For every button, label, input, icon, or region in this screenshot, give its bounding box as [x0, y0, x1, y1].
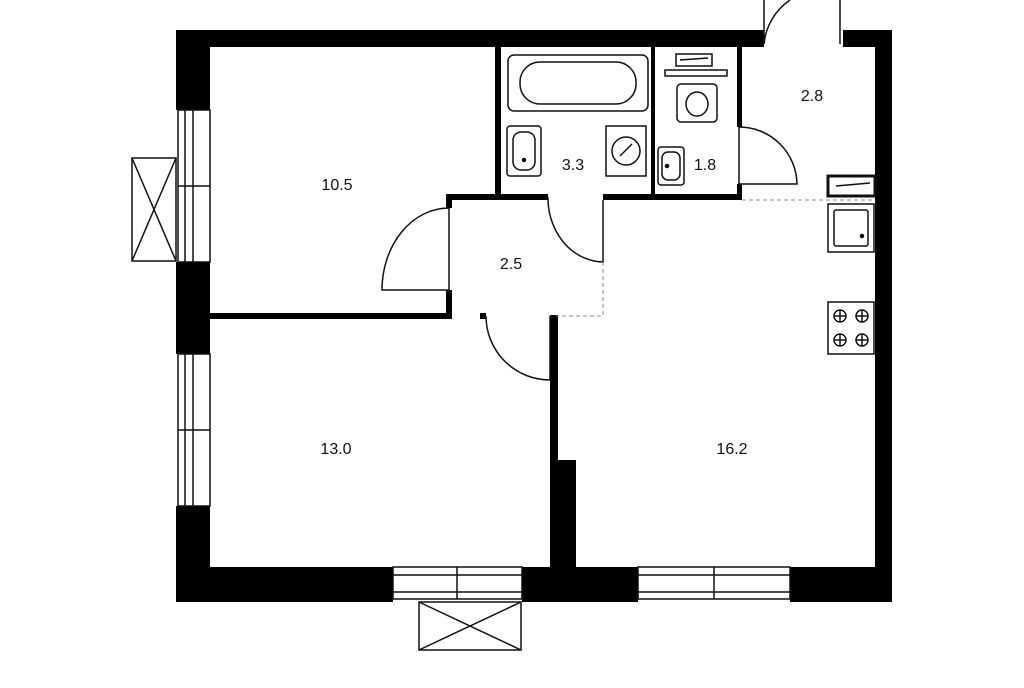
room-labels: 10.5 3.3 1.8 2.8 2.5 13.0 16.2 [320, 88, 823, 458]
water-heater-icon [664, 53, 728, 77]
stove-icon [827, 301, 875, 355]
wall-bottom-left [176, 567, 393, 602]
balcony-left [131, 157, 177, 262]
toilet-sink-icon [657, 146, 685, 186]
toilet-icon [676, 83, 718, 123]
wall-under-bath-right [603, 194, 740, 200]
area-label-kitchen-living: 16.2 [716, 441, 747, 458]
wall-corridor-left-bottom [446, 290, 452, 319]
zone-boundary [556, 199, 875, 317]
area-label-bedroom-2: 13.0 [320, 441, 351, 458]
wall-bedroom2-kitchen [550, 315, 558, 570]
area-label-bathroom: 3.3 [562, 157, 584, 174]
kitchen-heater-icon [826, 174, 877, 198]
door-bedroom1 [381, 207, 450, 291]
wall-under-bath-left [446, 194, 548, 200]
area-label-entry-hall: 2.8 [801, 88, 823, 105]
sink-icon [506, 125, 542, 177]
door-bedroom2 [485, 315, 551, 381]
wall-bath-toilet [651, 47, 655, 197]
wall-bedroom1-bath [495, 47, 501, 197]
wall-corridor-stub [480, 313, 486, 319]
area-label-corridor: 2.5 [500, 256, 522, 273]
door-entrance [763, 0, 841, 45]
windows [177, 109, 791, 600]
fixtures [506, 53, 877, 355]
door-bathroom [547, 197, 604, 263]
outer-walls [176, 30, 892, 602]
wall-toilet-entry-top [737, 47, 742, 127]
wall-right [875, 30, 892, 602]
exterior-units [131, 157, 522, 651]
area-label-toilet: 1.8 [694, 157, 716, 174]
balcony-bottom [418, 601, 522, 651]
area-label-bedroom-1: 10.5 [321, 177, 352, 194]
wall-bedroom1-bottom [210, 313, 450, 319]
wall-left-mid [176, 262, 210, 354]
wall-bottom-mid [522, 567, 638, 602]
wall-corridor-left-top [446, 194, 452, 208]
washing-machine-icon [605, 125, 647, 177]
interior-walls [210, 47, 742, 570]
wall-bedroom2-kitchen-thick [558, 460, 576, 570]
kitchen-sink-icon [827, 203, 875, 253]
wall-top-left [176, 30, 764, 47]
wall-toilet-entry-bottom [737, 184, 742, 200]
bathtub-icon [507, 54, 649, 112]
wall-bottom-right [790, 567, 892, 602]
door-entry-hall [738, 126, 798, 185]
wall-left-top [176, 30, 210, 110]
doors [381, 0, 841, 381]
